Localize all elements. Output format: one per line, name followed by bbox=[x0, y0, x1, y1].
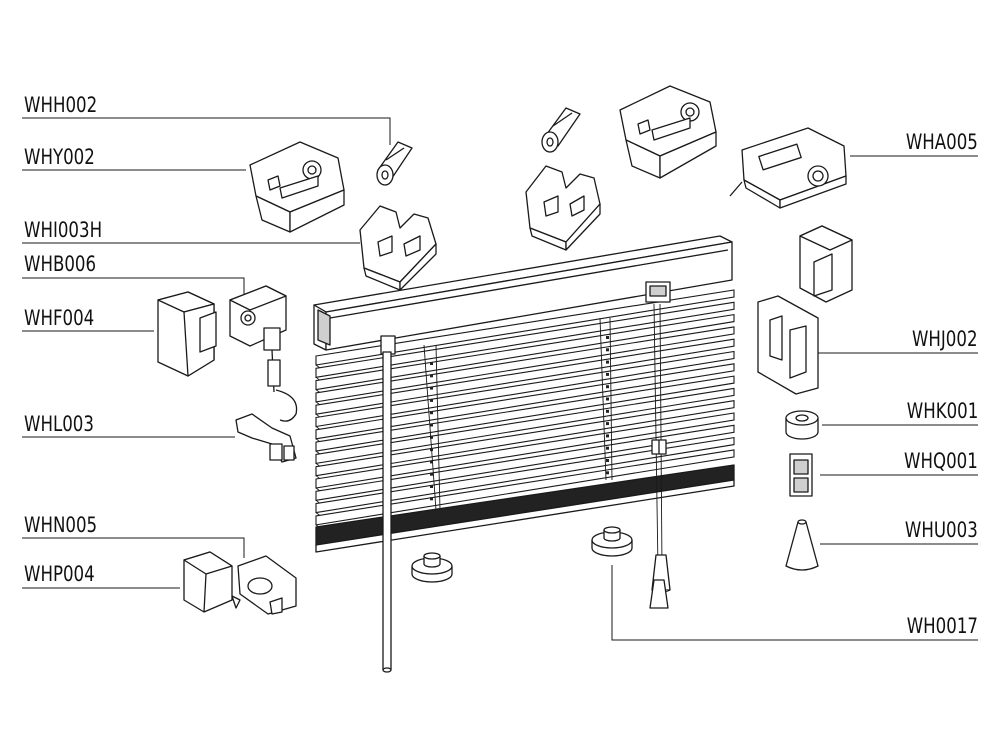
label-whq001: WHQ001 bbox=[904, 449, 978, 473]
part-wha005 bbox=[729, 127, 847, 209]
ladder-rung bbox=[430, 460, 433, 464]
ladder-rung bbox=[430, 423, 433, 427]
label-wh0017: WH0017 bbox=[906, 614, 978, 638]
part-whn005 bbox=[237, 555, 297, 615]
part-whq001 bbox=[789, 453, 813, 497]
ladder-rung bbox=[430, 411, 433, 415]
leader-whh002 bbox=[22, 117, 391, 145]
ladder-rung bbox=[606, 459, 609, 462]
slat bbox=[315, 375, 735, 452]
ladder-rung bbox=[606, 372, 609, 376]
label-whl003: WHL003 bbox=[24, 412, 94, 436]
ladder-rung bbox=[606, 336, 609, 339]
label-whp004: WHP004 bbox=[24, 562, 95, 586]
label-whu003: WHU003 bbox=[905, 518, 978, 542]
slats bbox=[315, 289, 735, 544]
part-whu003 bbox=[785, 519, 819, 571]
label-whf004: WHF004 bbox=[24, 306, 95, 330]
label-whi003h: WHI003H bbox=[24, 218, 103, 242]
label-whk001: WHK001 bbox=[906, 399, 978, 423]
ladder-rung bbox=[430, 362, 433, 365]
ladder-rung bbox=[430, 485, 433, 488]
part-whj002 bbox=[757, 225, 853, 395]
label-why002: WHY002 bbox=[24, 145, 95, 169]
slat bbox=[315, 436, 735, 514]
tilter-box bbox=[645, 281, 671, 303]
bottom-rail bbox=[315, 464, 735, 553]
ladder-rung bbox=[606, 348, 609, 352]
ladder-rung bbox=[606, 397, 609, 401]
slat bbox=[315, 424, 735, 501]
ladder-rung bbox=[430, 398, 433, 402]
slat bbox=[315, 400, 735, 477]
ladder-rung bbox=[606, 360, 609, 364]
label-whh002: WHH002 bbox=[24, 93, 98, 117]
part-whh002 bbox=[376, 141, 413, 186]
ladder-rung bbox=[606, 422, 609, 426]
slat bbox=[315, 289, 735, 366]
part-roller-right bbox=[541, 107, 581, 153]
part-wh0017 bbox=[591, 526, 633, 557]
slat bbox=[315, 387, 735, 465]
ladder-rung bbox=[430, 497, 433, 501]
part-clip-right bbox=[525, 165, 601, 251]
slat bbox=[315, 313, 735, 391]
ladder-rung bbox=[430, 435, 433, 439]
leader-wh0017 bbox=[611, 565, 978, 641]
part-whf004 bbox=[157, 291, 217, 377]
part-whk001 bbox=[785, 410, 819, 440]
ladder-rung bbox=[606, 471, 609, 475]
part-why002 bbox=[249, 141, 345, 233]
slat bbox=[315, 449, 735, 526]
slat bbox=[315, 326, 735, 403]
part-pulley-left bbox=[411, 552, 453, 583]
ladder-rung bbox=[430, 472, 433, 476]
slat bbox=[315, 301, 735, 378]
slat bbox=[315, 338, 735, 415]
lift-cords bbox=[649, 303, 671, 609]
head-rail bbox=[313, 235, 733, 351]
tilt-wand bbox=[380, 335, 396, 673]
ladder-rung bbox=[430, 386, 433, 390]
part-whi003h bbox=[359, 205, 437, 291]
slat bbox=[315, 412, 735, 489]
part-bracket-right bbox=[619, 85, 717, 179]
label-whj002: WHJ002 bbox=[912, 327, 978, 351]
label-whb006: WHB006 bbox=[24, 252, 97, 276]
leader-whn005 bbox=[22, 537, 245, 558]
leader-whb006 bbox=[22, 277, 245, 296]
slat bbox=[315, 350, 735, 428]
part-whl003 bbox=[235, 413, 297, 463]
part-whp004 bbox=[183, 551, 241, 613]
ladder-rung bbox=[606, 409, 609, 413]
ladder-rung bbox=[430, 374, 433, 378]
label-whn005: WHN005 bbox=[24, 513, 98, 537]
ladder-strings bbox=[423, 317, 613, 511]
ladder-rung bbox=[606, 385, 609, 389]
ladder-rung bbox=[606, 446, 609, 450]
leader-lines bbox=[22, 117, 978, 641]
ladder-rung bbox=[606, 434, 609, 438]
part-whb006 bbox=[229, 285, 298, 422]
label-wha005: WHA005 bbox=[905, 130, 978, 154]
slat bbox=[315, 363, 735, 440]
